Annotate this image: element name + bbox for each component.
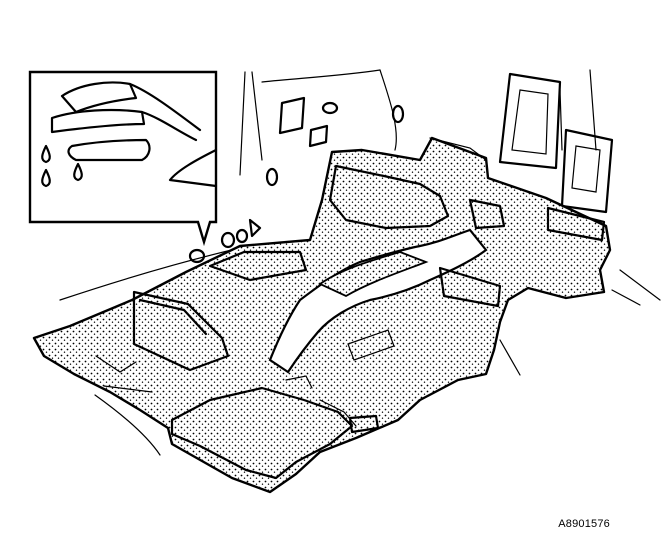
clip-parts	[188, 218, 262, 264]
body-structure-lines	[59, 69, 661, 456]
body-holes	[265, 96, 405, 187]
rear-panel	[498, 72, 614, 214]
figure-code: A8901576	[558, 518, 610, 530]
rear-section	[208, 137, 606, 361]
inset-hand-detail	[28, 70, 218, 247]
front-left-section	[95, 290, 230, 393]
front-right-section	[170, 375, 380, 480]
floor-carpet	[32, 136, 612, 494]
